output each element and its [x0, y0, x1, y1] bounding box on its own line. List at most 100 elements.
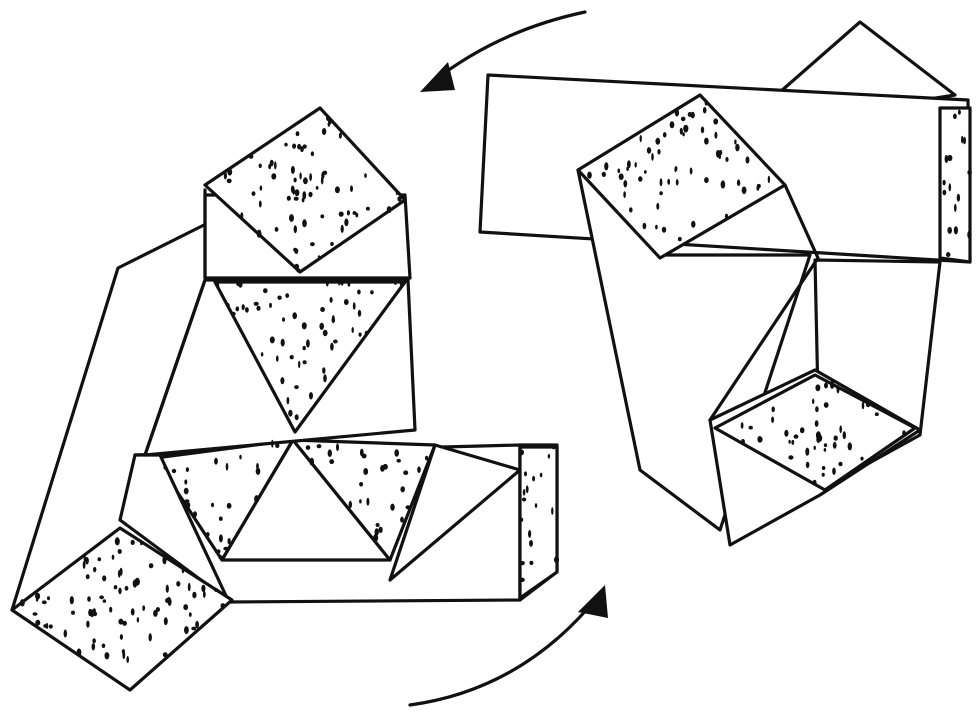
stipple-dot — [111, 554, 115, 560]
stipple-dot — [824, 382, 828, 389]
stipple-dot — [142, 605, 146, 611]
stipple-dot — [216, 549, 221, 554]
stipple-dot — [713, 118, 719, 125]
stipple-dot — [405, 505, 411, 510]
stipple-dot — [136, 617, 140, 623]
stipple-dot — [352, 211, 357, 215]
stipple-dot — [659, 178, 663, 187]
stipple-dot — [944, 155, 949, 163]
stipple-dot — [551, 507, 554, 515]
stipple-dot — [192, 591, 197, 599]
stipple-dot — [93, 566, 97, 573]
stipple-dot — [948, 183, 952, 192]
stipple-dot — [520, 561, 525, 566]
stipple-dot — [293, 177, 297, 183]
stipple-dot — [258, 200, 262, 208]
stipple-dot — [294, 414, 299, 421]
stipple-dot — [240, 212, 244, 220]
right-end-face — [938, 106, 972, 264]
stipple-dot — [338, 281, 341, 286]
stipple-dot — [184, 479, 188, 485]
stipple-dot — [902, 430, 906, 437]
stipple-dot — [788, 439, 791, 444]
stipple-dot — [340, 279, 344, 286]
stipple-dot — [99, 595, 104, 600]
stipple-dot — [522, 489, 526, 496]
stipple-dot — [390, 503, 395, 511]
stipple-dot — [634, 162, 637, 168]
left-polyhedron-assembly — [10, 106, 559, 692]
stipple-dot — [223, 171, 227, 180]
stipple-dot — [338, 132, 342, 139]
stipple-dot — [305, 445, 311, 450]
stipple-dot — [102, 599, 107, 603]
stipple-dot — [736, 180, 741, 186]
stipple-dot — [308, 191, 313, 198]
stipple-dot — [321, 128, 327, 135]
left-right-end-face — [518, 445, 559, 600]
stipple-dot — [284, 142, 288, 147]
clockwise-arrow-bottom — [408, 585, 608, 707]
stipple-dot — [47, 596, 50, 601]
stipple-dot — [319, 322, 325, 330]
stipple-dot — [231, 311, 236, 316]
stipple-dot — [347, 281, 351, 287]
stipple-dot — [214, 588, 219, 592]
left-top-square — [203, 106, 407, 274]
stipple-dot — [525, 485, 529, 494]
stipple-dot — [812, 479, 817, 486]
stipple-dot — [48, 624, 53, 629]
stipple-dot — [724, 213, 729, 219]
stipple-dot — [248, 154, 254, 159]
stipple-dot — [167, 597, 172, 607]
stipple-dot — [186, 502, 191, 509]
stipple-dot — [359, 499, 362, 504]
stipple-dot — [227, 538, 231, 545]
stipple-dot — [683, 124, 689, 133]
stipple-dot — [201, 584, 206, 593]
stipple-dot — [400, 486, 406, 493]
stipple-dot — [184, 499, 190, 503]
stipple-dot — [256, 305, 261, 311]
stipple-dot — [85, 574, 90, 580]
stipple-dot — [122, 620, 127, 626]
stipple-dot — [117, 569, 121, 578]
stipple-dot — [587, 171, 592, 179]
stipple-dot — [365, 206, 370, 211]
stipple-dot — [274, 227, 279, 232]
stipple-dot — [623, 191, 626, 199]
stipple-dot — [326, 115, 331, 122]
stipple-dot — [140, 541, 143, 546]
stipple-dot — [117, 549, 122, 554]
stipple-dot — [734, 139, 737, 145]
stipple-dot — [680, 116, 686, 122]
stipple-dot — [830, 380, 835, 389]
stipple-dot — [646, 147, 652, 154]
stipple-dot — [651, 153, 654, 161]
stipple-dot — [309, 392, 313, 400]
stipple-dot — [330, 242, 334, 246]
left-bottom-right-triangle — [388, 443, 522, 582]
stipple-dot — [245, 307, 249, 313]
stipple-dot — [323, 374, 327, 383]
stipple-dot — [256, 463, 259, 470]
stipple-dot — [700, 126, 705, 134]
stipple-dot — [961, 135, 964, 144]
stipple-dot — [280, 338, 285, 347]
stipple-dot — [946, 252, 951, 258]
stipple-dot — [816, 436, 821, 443]
stipple-dot — [226, 178, 232, 184]
stipple-dot — [720, 180, 726, 189]
stipple-dot — [286, 396, 290, 405]
stipple-dot — [280, 377, 285, 385]
stipple-dot — [839, 425, 842, 434]
stipple-dot — [258, 163, 262, 168]
stipple-dot — [623, 180, 628, 188]
stipple-dot — [299, 172, 302, 180]
stipple-dot — [333, 339, 338, 344]
stipple-dot — [185, 467, 190, 472]
stipple-dot — [296, 268, 301, 273]
stipple-dot — [301, 322, 307, 330]
stipple-dot — [832, 441, 837, 449]
